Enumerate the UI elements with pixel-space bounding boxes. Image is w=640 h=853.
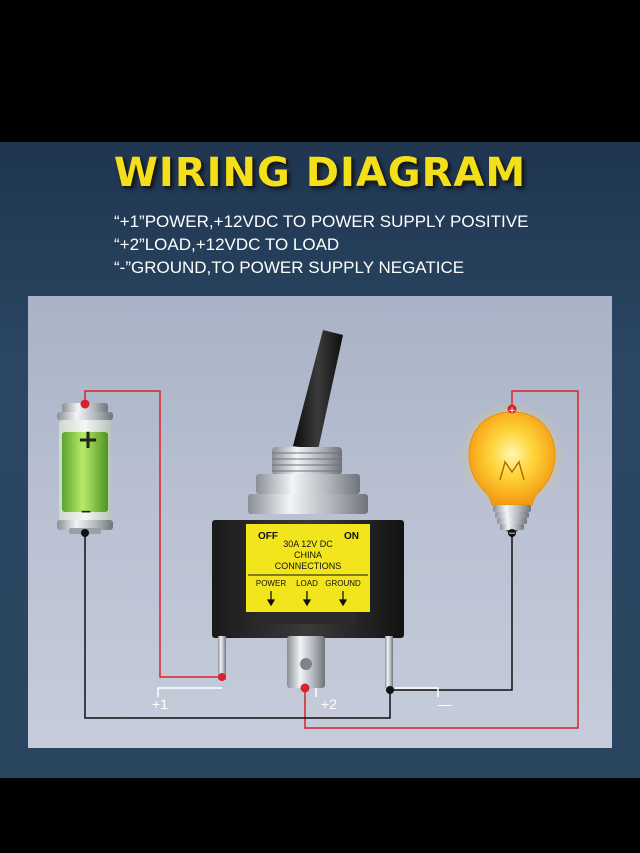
- light-bulb-icon: + −: [458, 401, 566, 539]
- wiring-description: “+1”POWER,+12VDC TO POWER SUPPLY POSITIV…: [114, 210, 594, 279]
- switch-origin-label: CHINA: [294, 550, 322, 560]
- description-line-load: “+2”LOAD,+12VDC TO LOAD: [114, 235, 340, 254]
- description-line-power: “+1”POWER,+12VDC TO POWER SUPPLY POSITIV…: [114, 212, 529, 231]
- switch-lever[interactable]: [293, 330, 343, 450]
- negative-wires: [84, 533, 513, 719]
- bulb-positive-wire: [304, 390, 579, 729]
- terminal-label-plus1: +1: [152, 696, 168, 712]
- battery-icon: + −: [57, 399, 113, 537]
- bottom-black-bar: [0, 778, 640, 853]
- switch-connections-label: CONNECTIONS: [275, 561, 342, 571]
- positive-wires: [84, 390, 579, 729]
- switch-on-label: ON: [344, 531, 359, 542]
- terminal-ground[interactable]: [385, 636, 393, 688]
- terminal-label-minus: —: [438, 696, 452, 712]
- battery-plus-label: +: [77, 425, 99, 455]
- terminal-label-plus2: +2: [321, 696, 337, 712]
- switch-label-plate: [246, 524, 370, 612]
- bulb-minus-label: −: [508, 529, 516, 539]
- toggle-switch[interactable]: OFF ON 30A 12V DC CHINA CONNECTIONS POWE…: [212, 330, 404, 694]
- description-line-ground: “-”GROUND,TO POWER SUPPLY NEGATICE: [114, 258, 465, 277]
- bulb-plus-label: +: [508, 406, 516, 416]
- top-black-bar: [0, 0, 640, 142]
- battery-positive-wire: [84, 390, 222, 678]
- battery-negative-wire: [84, 533, 391, 719]
- battery-minus-label: −: [80, 504, 92, 520]
- switch-off-label: OFF: [258, 531, 278, 542]
- terminal-arrow-icons: [266, 591, 348, 607]
- switch-ground-label: GROUND: [325, 579, 361, 588]
- battery-positive-terminal: [80, 399, 90, 409]
- battery-negative-terminal: [81, 529, 89, 537]
- label-leaders: [157, 687, 439, 697]
- bulb-positive-terminal: [507, 404, 517, 414]
- diagram-title: WIRING DIAGRAM: [113, 150, 527, 196]
- bulb-negative-wire: [390, 533, 513, 691]
- bulb-negative-terminal: [508, 529, 516, 537]
- switch-load-label: LOAD: [296, 579, 318, 588]
- terminal-power[interactable]: [218, 636, 226, 680]
- switch-rating-label: 30A 12V DC: [283, 539, 333, 549]
- switch-power-label: POWER: [256, 579, 286, 588]
